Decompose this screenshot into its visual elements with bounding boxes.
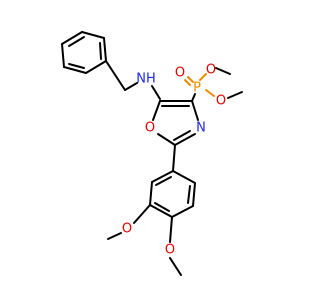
ch2-nh-bond (124, 82, 138, 91)
benzyl-ring (61, 31, 107, 74)
oxazole-ring (152, 100, 199, 146)
ring-nitrogen-label: N (196, 121, 206, 136)
methoxy-oxygen-lower-label: O (216, 94, 226, 109)
aryl-methoxy-oxygen-left-label: O (122, 222, 132, 237)
phosphorus-label: P (193, 81, 201, 96)
chemical-structure: NH P O O O N O O O (61, 31, 243, 276)
c4-p-bond (191, 93, 196, 102)
p-o-upper-bond (199, 73, 207, 81)
aryl-methoxy-oxygen-bottom-label: O (165, 243, 175, 258)
phosphoryl-oxygen-label: O (175, 66, 185, 81)
benzyl-ch2-bond (105, 60, 126, 91)
nh-label: NH (136, 72, 156, 87)
o-methyl-bottom (169, 257, 182, 276)
p-o-lower-bond (205, 89, 215, 97)
methoxy-oxygen-upper-label: O (206, 63, 216, 78)
o-methyl-upper (215, 67, 231, 75)
aryl-o-left-bond (133, 204, 151, 224)
aryl-o-bottom-bond (169, 216, 173, 243)
o-methyl-lower (227, 91, 243, 99)
nh-c5-bond (151, 85, 161, 100)
ring-oxygen-label: O (145, 121, 155, 136)
p-o-double-bond-a (184, 79, 191, 86)
p-o-double-bond-b (187, 76, 194, 83)
dimethoxyphenyl-ring (149, 170, 196, 218)
c2-aryl-bond (172, 144, 176, 172)
o-methyl-left (107, 232, 122, 240)
